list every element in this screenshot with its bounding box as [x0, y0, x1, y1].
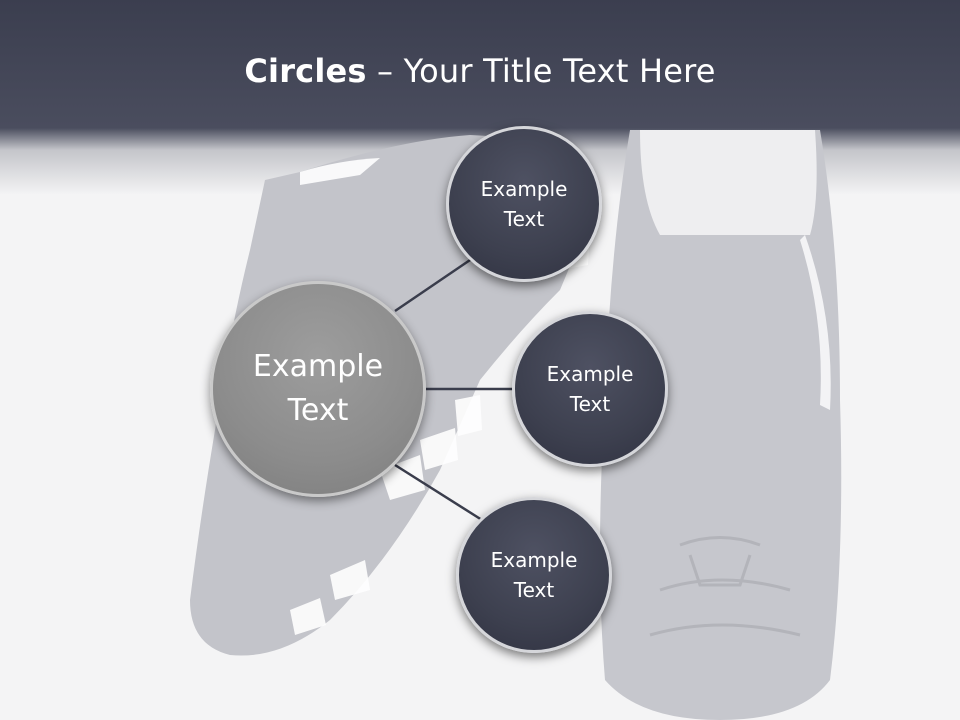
slide-title: Circles – Your Title Text Here [0, 52, 960, 90]
circle-3[interactable]: Example Text [456, 497, 612, 653]
circle-1-label: Example Text [480, 177, 568, 231]
circle-2-label: Example Text [546, 362, 634, 416]
circle-1[interactable]: Example Text [446, 126, 602, 282]
main-circle-label: Example Text [252, 349, 384, 428]
circle-2[interactable]: Example Text [512, 311, 668, 467]
connector-line-3 [394, 463, 483, 522]
main-circle[interactable]: Example Text [210, 281, 426, 497]
title-rest: – Your Title Text Here [366, 52, 716, 90]
title-bold: Circles [244, 52, 367, 90]
circle-3-label: Example Text [490, 548, 578, 602]
connector-line-1 [394, 256, 474, 313]
